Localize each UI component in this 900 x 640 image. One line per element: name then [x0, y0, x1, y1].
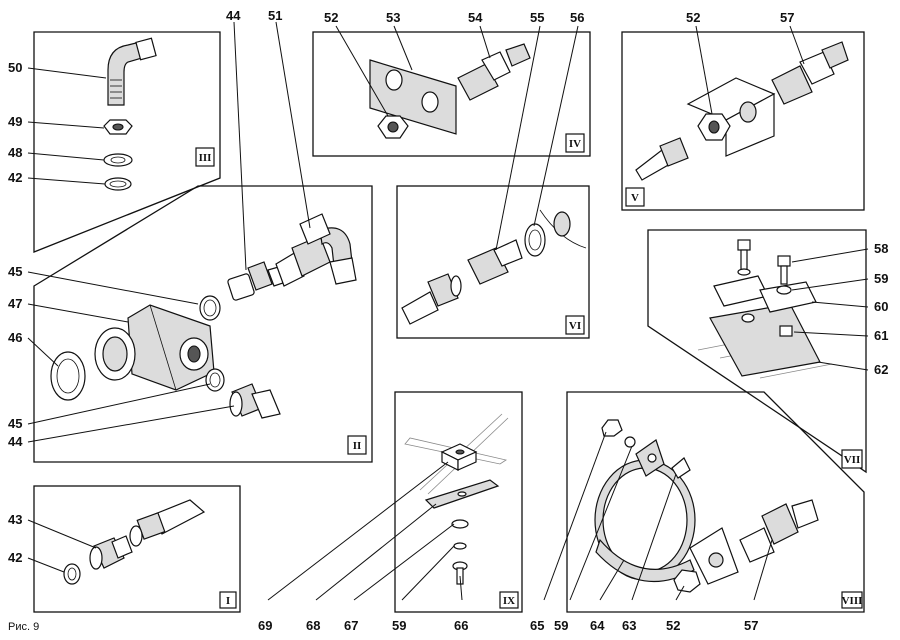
panel-II: 45 47 46 45 44 II — [8, 185, 373, 463]
panel-label-V: V — [631, 192, 639, 204]
panel-label-VII: VII — [844, 454, 861, 466]
clip-68 — [424, 479, 500, 509]
clamp-60 — [713, 275, 817, 313]
callout-54: 54 — [468, 10, 483, 25]
panel-label-VI: VI — [569, 320, 581, 332]
bolts-58 — [737, 239, 791, 285]
ring-42 — [104, 177, 132, 191]
callout-63: 63 — [622, 618, 636, 633]
callout-52-V: 52 — [686, 10, 700, 25]
nozzle-fitting — [129, 499, 206, 547]
callout-60: 60 — [874, 299, 888, 314]
block-69 — [440, 443, 478, 471]
bracket-63 — [635, 439, 665, 477]
callout-62: 62 — [874, 362, 888, 377]
panel-VIII: VIII — [566, 391, 865, 613]
clamp-band-64 — [594, 459, 739, 585]
callout-50: 50 — [8, 60, 22, 75]
ring-46 — [50, 351, 86, 401]
callout-42: 42 — [8, 170, 22, 185]
fitting-57-VIII — [739, 499, 819, 563]
fitting-V-left — [635, 137, 689, 181]
callout-45-top: 45 — [8, 264, 22, 279]
fitting-57-V — [771, 41, 849, 105]
callout-52-VIII: 52 — [666, 618, 680, 633]
callout-49: 49 — [8, 114, 22, 129]
strip-62 — [709, 303, 821, 377]
fitting-55 — [401, 239, 523, 325]
callout-58: 58 — [874, 241, 888, 256]
callout-45-bottom: 45 — [8, 416, 22, 431]
panel-label-II: II — [353, 440, 362, 452]
washer-48 — [103, 153, 133, 167]
panel-IV: 52 53 54 IV — [312, 10, 591, 157]
callout-47: 47 — [8, 296, 22, 311]
callout-42-panel-I: 42 — [8, 550, 22, 565]
panel-label-I: I — [226, 595, 230, 607]
callout-61: 61 — [874, 328, 888, 343]
callout-56: 56 — [570, 10, 584, 25]
callout-46: 46 — [8, 330, 22, 345]
nuts-VIII — [601, 419, 701, 593]
callout-64: 64 — [590, 618, 605, 633]
callout-48: 48 — [8, 145, 22, 160]
callout-57-top: 57 — [780, 10, 794, 25]
washer-67 — [451, 519, 469, 529]
figure-caption: Рис. 9 — [8, 621, 39, 633]
nuts-61 — [741, 313, 793, 337]
panel-VII: 58 59 60 61 62 VII — [647, 229, 888, 474]
callout-52-IV: 52 — [324, 10, 338, 25]
washer-59-IX — [453, 542, 467, 550]
ring-56 — [524, 223, 546, 257]
plate-53 — [369, 59, 457, 135]
callout-43: 43 — [8, 512, 22, 527]
callout-59-VIII: 59 — [554, 618, 568, 633]
callout-67: 67 — [344, 618, 358, 633]
ring-45-lower — [205, 368, 225, 392]
nut-52-IV — [377, 115, 409, 139]
callout-69: 69 — [258, 618, 272, 633]
callout-44-top: 44 — [226, 8, 241, 23]
callout-57-VIII: 57 — [744, 618, 758, 633]
panel-label-III: III — [199, 152, 212, 164]
fitting-44-lower — [229, 383, 281, 419]
panel-label-VIII: VIII — [842, 595, 863, 607]
panel-I: 43 42 I — [8, 485, 241, 613]
fitting-43 — [89, 535, 133, 570]
panel-III: 50 49 48 42 III — [8, 31, 221, 253]
callout-59-VII: 59 — [874, 271, 888, 286]
elbow-fitting-50 — [107, 37, 157, 106]
callout-65: 65 — [530, 618, 544, 633]
callout-44-bottom: 44 — [8, 434, 23, 449]
callout-53: 53 — [386, 10, 400, 25]
tee-body-47 — [94, 304, 215, 391]
callout-66: 66 — [454, 618, 468, 633]
callout-51: 51 — [268, 8, 282, 23]
panel-label-IX: IX — [503, 595, 515, 607]
panel-IX: IX — [394, 391, 523, 613]
ring-45-upper — [199, 295, 221, 321]
callout-59-IX: 59 — [392, 618, 406, 633]
callout-55: 55 — [530, 10, 544, 25]
callout-68: 68 — [306, 618, 320, 633]
bracket — [686, 77, 776, 157]
nut-52-V — [697, 113, 731, 141]
fitting-54 — [457, 43, 531, 101]
panel-V: 52 57 V — [621, 10, 865, 211]
panel-label-IV: IV — [569, 138, 581, 150]
washers-59 — [737, 268, 792, 295]
panel-VI: 55 56 VI — [396, 10, 590, 339]
ring-42-panel-I — [63, 563, 81, 585]
elbow-fitting-51 — [275, 213, 357, 287]
nut-49 — [103, 119, 133, 135]
